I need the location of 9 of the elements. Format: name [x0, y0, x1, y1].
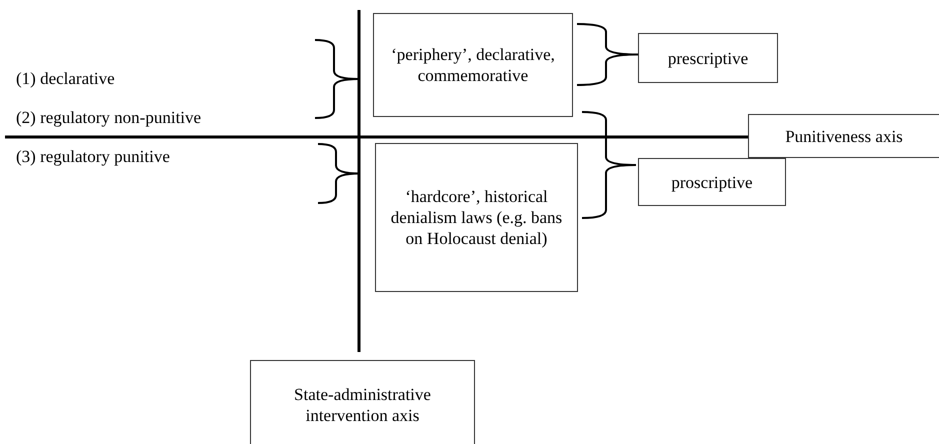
category-box: ‘hardcore’, historical denialism laws (e.g. bans on Holocaust denial): [375, 143, 578, 292]
category-box: proscriptive: [638, 158, 786, 206]
category-box: ‘periphery’, declarative, commemorative: [373, 13, 573, 117]
category-box: prescriptive: [638, 33, 778, 83]
axis-label-box: State-administrative intervention axis: [250, 360, 475, 444]
axis-label-box: Punitiveness axis: [748, 114, 939, 158]
category-label: (2) regulatory non-punitive: [16, 108, 202, 128]
category-label: (3) regulatory punitive: [16, 147, 170, 167]
category-label: (1) declarative: [16, 69, 115, 89]
